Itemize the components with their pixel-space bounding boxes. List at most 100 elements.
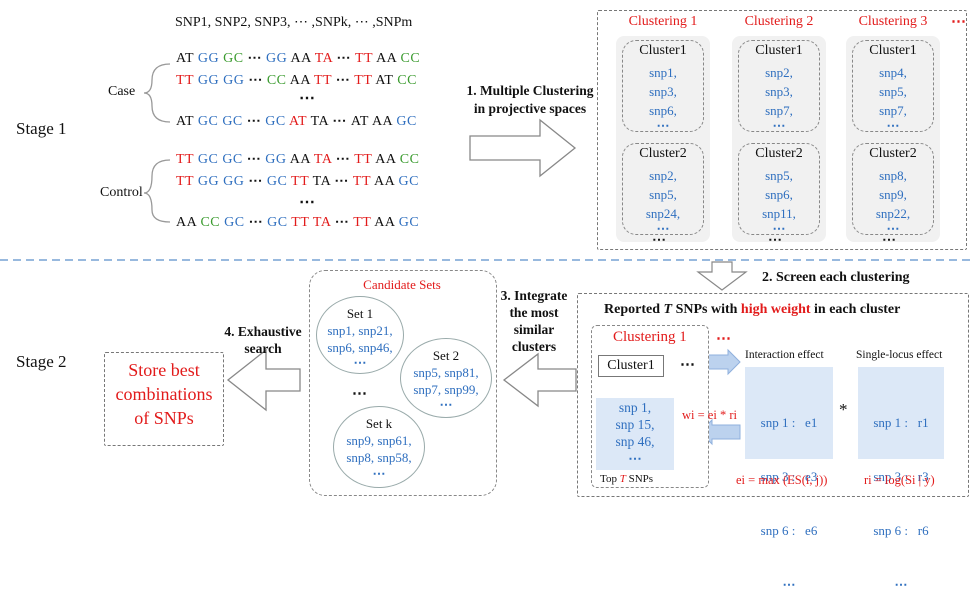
genotype: TA (312, 215, 335, 230)
cluster-snp: snp7, (765, 103, 793, 118)
set-1-name: Set 1 (346, 306, 374, 321)
step3-line2: the most (509, 305, 559, 320)
genotype: AA (290, 51, 315, 66)
genotype: GC (197, 114, 223, 129)
multiply-star: * (839, 400, 848, 419)
cluster-snp: snp1, (649, 65, 677, 80)
cluster-more: ⋯ (656, 221, 670, 236)
top-snp-1: snp 1, (618, 400, 652, 415)
control-label: Control (100, 185, 143, 200)
set-k-more: ⋯ (372, 466, 386, 481)
cluster-name: Cluster1 (869, 43, 917, 58)
inner-cluster1: Cluster1 (598, 355, 664, 377)
cluster-more: ⋯ (772, 118, 786, 133)
step2-label: 2. Screen each clustering (762, 270, 910, 285)
top-snp-2: snp 15, (615, 417, 655, 432)
set-1-line1: snp1, snp21, (327, 323, 393, 338)
case-row: AT GG GC ⋯ GG AA TA ⋯ TT AA CC (176, 50, 420, 67)
genotype: TT (354, 51, 377, 66)
genotype: TA (312, 174, 335, 189)
genotype: TA (314, 51, 337, 66)
set-k-line1: snp9, snp61, (346, 433, 412, 448)
top-snps-label: Top T SNPs (600, 473, 653, 485)
cluster-name: Cluster1 (639, 43, 687, 58)
single-box (858, 367, 944, 459)
genotype: TT (176, 174, 198, 189)
interaction-row-1: snp 1 : e1 (760, 415, 818, 430)
cluster-snps: snp2,snp5,snp24,⋯ (623, 166, 703, 235)
cluster-snp: snp6, (765, 187, 793, 202)
set-2-line2: snp7, snp99, (413, 382, 479, 397)
step4-line2: search (244, 341, 282, 356)
control-vdots: ⋯ (299, 194, 315, 211)
genotype: CC (397, 73, 417, 88)
inner-cluster-dots: ⋯ (680, 357, 695, 373)
genotype: GC (197, 152, 223, 167)
cluster-name: Cluster2 (755, 146, 803, 161)
store-text: Store best combinations of SNPs (104, 358, 224, 430)
genotype: AA (374, 174, 399, 189)
genotype: AA (374, 215, 399, 230)
single-title: Single-locus effect (856, 349, 943, 361)
cluster-snps: snp8,snp9,snp22,⋯ (853, 166, 933, 235)
clustering-more-dots: ⋯ (951, 14, 966, 30)
genotype: TT (352, 174, 374, 189)
cluster-snps: snp5,snp6,snp11,⋯ (739, 166, 819, 235)
genotype: ⋯ (332, 114, 351, 129)
top-snp-3: snp 46, (615, 434, 655, 449)
genotype: GG (265, 152, 290, 167)
cluster-snp: snp6, (649, 103, 677, 118)
reported-title: Reported T SNPs with high weight in each… (604, 302, 900, 318)
cluster-snps: snp1, snp3, snp6,⋯ (623, 63, 703, 132)
genotype: GC (222, 114, 247, 129)
genotype: GC (224, 215, 249, 230)
genotype: AA (289, 73, 314, 88)
genotype: GG (223, 174, 249, 189)
cluster-more: ⋯ (656, 118, 670, 133)
genotype: AA (289, 152, 314, 167)
inner-clustering-more: ⋯ (716, 331, 731, 347)
step1-label: 1. Multiple Clustering in projective spa… (452, 82, 608, 118)
reported-part5: in each cluster (810, 302, 901, 317)
clustering-more-clusters: ⋯ (652, 233, 666, 248)
step3-line1: 3. Integrate (500, 288, 568, 303)
genotype: GG (197, 73, 224, 88)
candidate-title: Candidate Sets (363, 277, 441, 292)
inner-clustering-title: Clustering 1 (613, 329, 687, 345)
genotype: AT (176, 51, 198, 66)
interaction-row-2: snp 3 : e3 (760, 469, 818, 484)
control-row: TT GC GC ⋯ GG AA TA ⋯ TT AA CC (176, 151, 419, 168)
genotype: CC (200, 215, 225, 230)
genotype: AT (350, 114, 372, 129)
genotype: GC (222, 152, 247, 167)
genotype: TT (313, 73, 336, 88)
genotype: CC (400, 51, 421, 66)
ri-formula: ri = log(Si | y) (864, 473, 935, 487)
cluster-more: ⋯ (886, 118, 900, 133)
interaction-list: snp 1 : e1 snp 3 : e3 snp 6 : e6 ⋯ (745, 378, 833, 612)
cluster-snp: snp24, (645, 206, 681, 221)
cluster-snp: snp5, (879, 84, 907, 99)
genotype: GG (266, 51, 291, 66)
genotype: AA (376, 51, 401, 66)
arrow-integrate (502, 352, 577, 408)
control-bracket (143, 159, 171, 223)
clustering-title: Clustering 1 (628, 14, 698, 29)
step4-label: 4. Exhaustive search (213, 323, 313, 357)
cluster-snp: snp5, (765, 168, 793, 183)
genotype: GC (265, 114, 289, 129)
arrow-screen (696, 261, 748, 291)
clustering-more-clusters: ⋯ (768, 233, 782, 248)
genotype: GC (223, 51, 248, 66)
genotype: GG (197, 174, 224, 189)
cluster-snp: snp3, (649, 84, 677, 99)
reported-part-highlight: high weight (740, 302, 811, 317)
store-line2: combinations (115, 384, 213, 404)
genotype: AA (371, 114, 397, 129)
genotype: TT (291, 215, 313, 230)
set-k-line2: snp8, snp58, (346, 450, 412, 465)
cluster-snp: snp4, (879, 65, 907, 80)
set-2-line1: snp5, snp81, (413, 365, 479, 380)
